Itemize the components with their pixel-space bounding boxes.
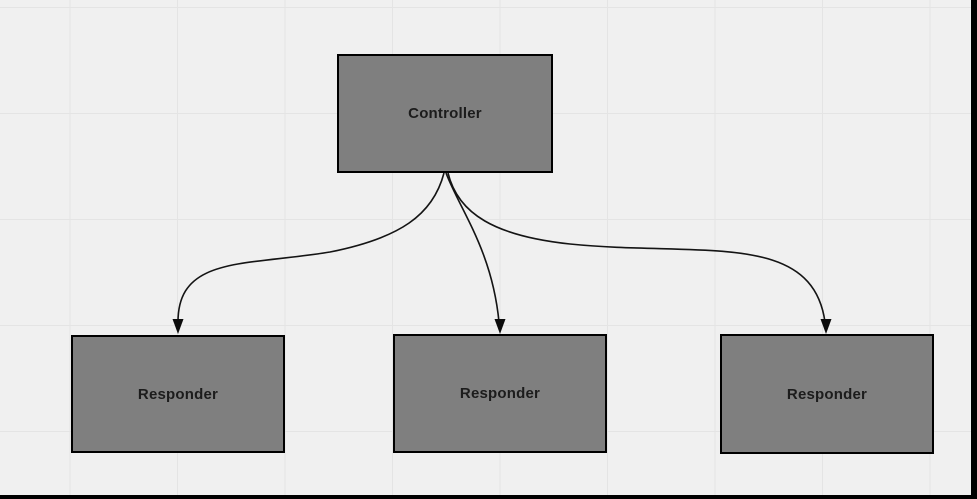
node-label: Responder xyxy=(786,385,868,403)
edge-controller-responder-1 xyxy=(177,172,445,323)
screen-edge-bottom xyxy=(0,494,977,499)
screen-edge-right xyxy=(971,0,977,499)
arrowhead-icon xyxy=(494,319,506,334)
node-label: Responder xyxy=(137,385,219,403)
edge-controller-responder-3 xyxy=(447,172,826,323)
node-responder-1: Responder xyxy=(71,335,285,453)
arrowhead-icon xyxy=(172,319,184,334)
node-responder-3: Responder xyxy=(720,334,934,454)
edge-controller-responder-2 xyxy=(445,172,500,323)
arrowhead-icon xyxy=(820,319,832,334)
node-responder-2: Responder xyxy=(393,334,607,453)
node-label: Responder xyxy=(459,385,541,402)
node-label: Controller xyxy=(408,105,482,122)
node-controller: Controller xyxy=(337,54,553,173)
